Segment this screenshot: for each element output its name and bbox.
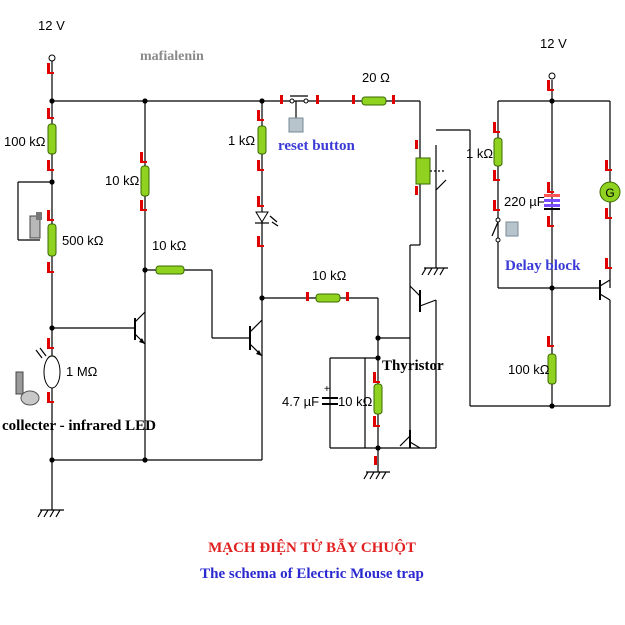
ground-icon xyxy=(421,267,448,276)
delay-block-label: Delay block xyxy=(505,258,581,274)
supply-left xyxy=(48,54,56,62)
svg-text:+: + xyxy=(324,384,330,395)
resistor-10k-b xyxy=(155,265,185,275)
thyristor-lower-transistor xyxy=(399,430,421,449)
label-1k-left: 1 kΩ xyxy=(228,133,255,148)
resistor-100k-bottom xyxy=(547,353,557,385)
pin-markers xyxy=(47,63,612,465)
potentiometer-slider xyxy=(29,212,42,239)
collector-label: collecter - infrared LED xyxy=(2,418,156,434)
reset-switch xyxy=(289,95,309,104)
label-500k: 500 kΩ xyxy=(62,233,104,248)
resistor-1k-right xyxy=(493,137,503,167)
resistor-100k-top xyxy=(47,123,57,155)
resistor-500k xyxy=(47,223,57,257)
thyristor-label: Thyristor xyxy=(382,358,444,374)
label-10k-d: 10 kΩ xyxy=(338,394,373,409)
label-4-7uf: 4.7 µF xyxy=(282,394,319,409)
supply-label-right: 12 V xyxy=(540,36,567,51)
photodiode-icon xyxy=(35,347,61,389)
capacitor-220uf xyxy=(544,194,560,210)
svg-text:G: G xyxy=(605,186,614,200)
capacitor-4-7uf: + xyxy=(322,384,338,405)
galvanometer-icon: G xyxy=(599,181,621,203)
reset-button[interactable] xyxy=(288,117,304,133)
led-icon xyxy=(255,211,279,227)
author-label: mafialenin xyxy=(140,49,204,64)
supply-label-left: 12 V xyxy=(38,18,65,33)
label-1m: 1 MΩ xyxy=(66,364,98,379)
title-english: The schema of Electric Mouse trap xyxy=(200,566,424,582)
relay-icon xyxy=(415,157,447,191)
label-100k-bottom: 100 kΩ xyxy=(508,362,550,377)
supply-right xyxy=(548,72,556,80)
transistor-delay xyxy=(599,279,611,301)
wires xyxy=(17,60,611,510)
title-vietnamese: MẠCH ĐIỆN TỬ BẪY CHUỘT xyxy=(208,538,416,556)
ir-led-icon xyxy=(15,371,40,406)
reset-button-label: reset button xyxy=(278,138,355,154)
label-1k-right: 1 kΩ xyxy=(466,146,493,161)
thyristor-upper-transistor xyxy=(409,285,437,312)
label-220uf: 220 µF xyxy=(504,194,545,209)
resistor-10k-d xyxy=(373,383,383,415)
resistor-10k-c xyxy=(315,293,341,303)
resistor-1k-left xyxy=(257,125,267,155)
ground-icon xyxy=(363,471,390,480)
transistor-left xyxy=(134,311,146,345)
transistor-right xyxy=(249,319,263,357)
junctions xyxy=(49,98,555,463)
delay-button[interactable] xyxy=(505,221,519,237)
ground-icon xyxy=(37,509,64,518)
delay-switch xyxy=(491,217,501,243)
label-10k-a: 10 kΩ xyxy=(105,173,140,188)
label-100k-top: 100 kΩ xyxy=(4,134,46,149)
resistor-20 xyxy=(361,96,387,106)
resistor-10k-a xyxy=(140,165,150,197)
label-10k-c: 10 kΩ xyxy=(312,268,347,283)
label-20-ohm: 20 Ω xyxy=(362,70,390,85)
label-10k-b: 10 kΩ xyxy=(152,238,187,253)
